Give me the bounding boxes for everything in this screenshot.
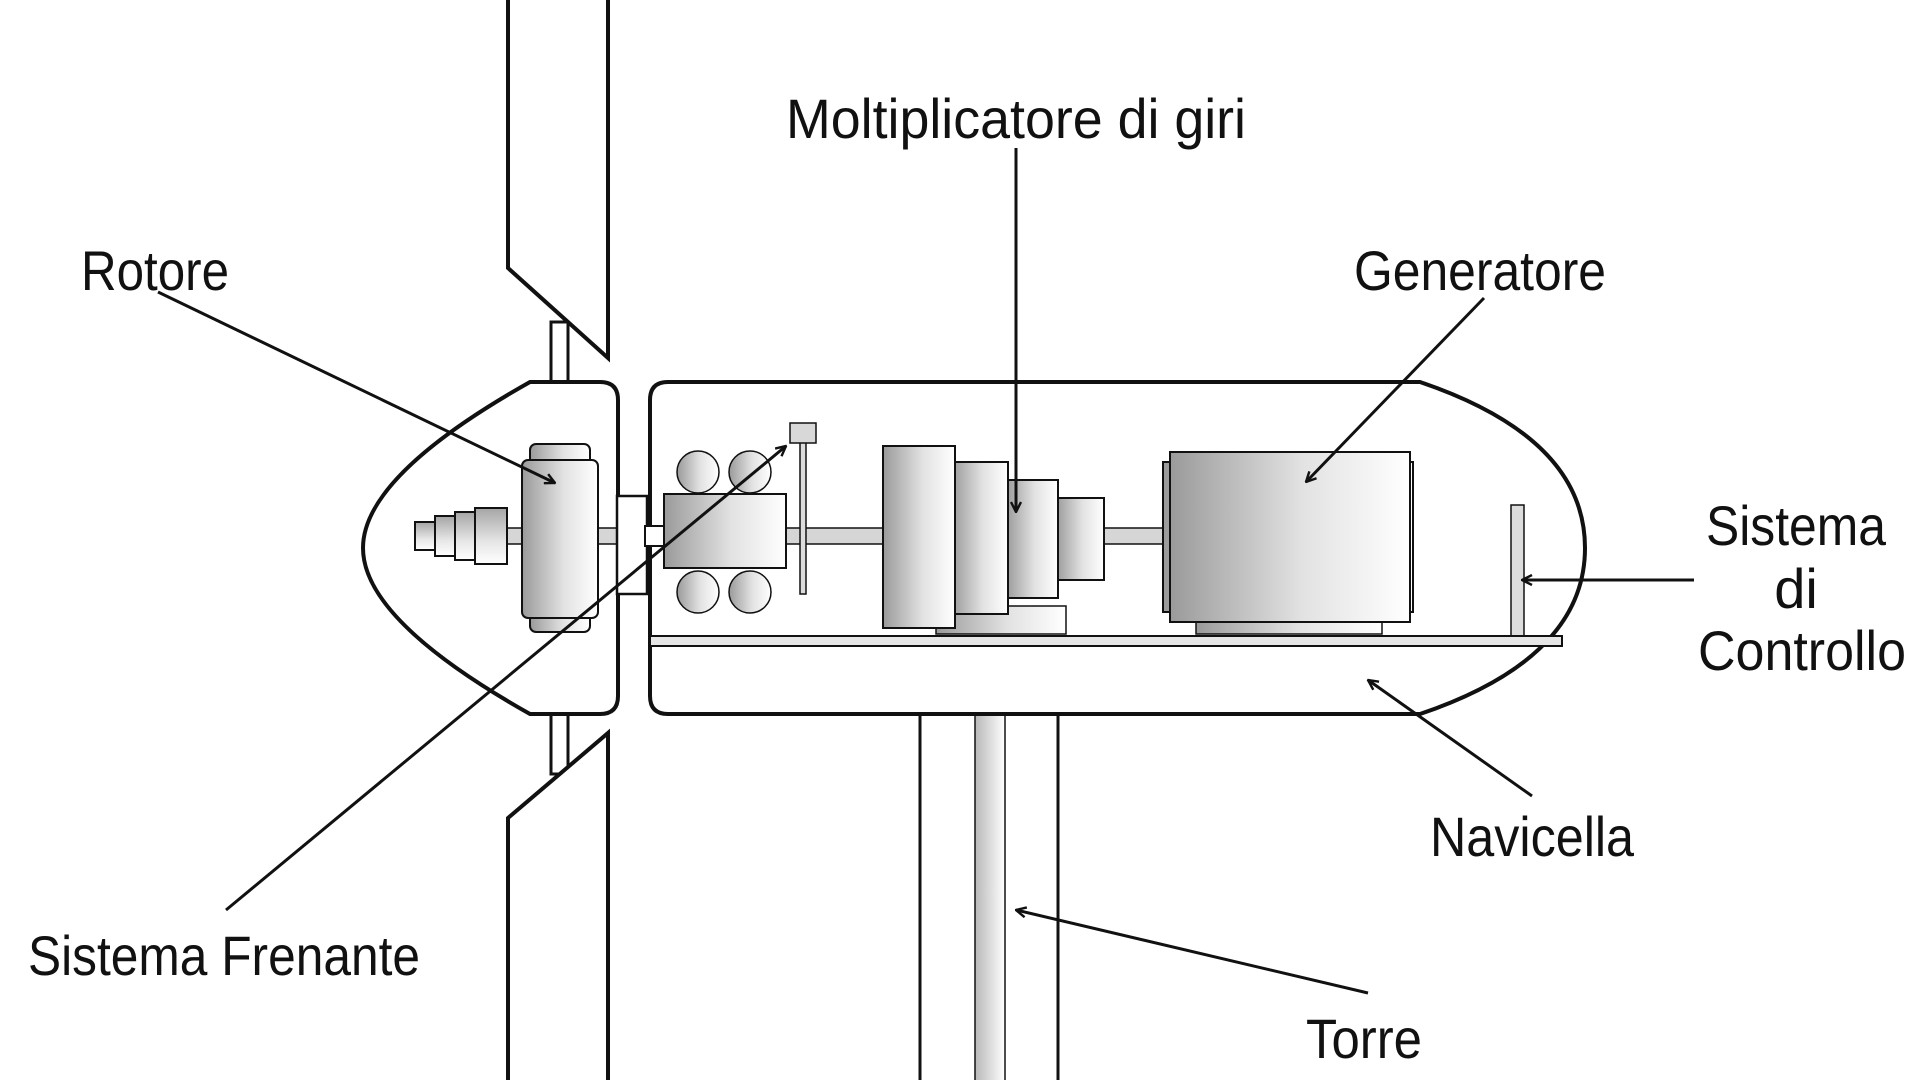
control-system-cabinet — [1510, 504, 1525, 638]
nacelle-bedplate — [649, 635, 1563, 647]
label-generatore: Generatore — [1354, 239, 1606, 302]
label-moltiplicatore: Moltiplicatore di giri — [786, 87, 1246, 150]
leader-torre — [1016, 910, 1369, 995]
rotor-blade-top — [506, 0, 610, 448]
label-sistema-controllo-line1: Sistema — [1706, 494, 1887, 557]
generator — [1162, 451, 1414, 635]
label-sistema-frenante: Sistema Frenante — [28, 924, 420, 987]
label-torre: Torre — [1306, 1007, 1422, 1070]
label-rotore: Rotore — [81, 239, 229, 302]
gearbox — [882, 445, 1105, 635]
coupling-flange — [615, 494, 649, 596]
leader-generatore — [1306, 296, 1486, 482]
label-sistema-controllo-line3: Controllo — [1698, 619, 1906, 682]
label-navicella: Navicella — [1430, 805, 1635, 868]
leader-sistema-frenante — [225, 446, 786, 912]
leader-rotore — [157, 290, 555, 483]
spinner-nose — [414, 507, 508, 565]
rotor-hub — [521, 443, 599, 633]
leader-navicella — [1368, 680, 1533, 798]
label-sistema-controllo-line2: di — [1774, 557, 1818, 620]
